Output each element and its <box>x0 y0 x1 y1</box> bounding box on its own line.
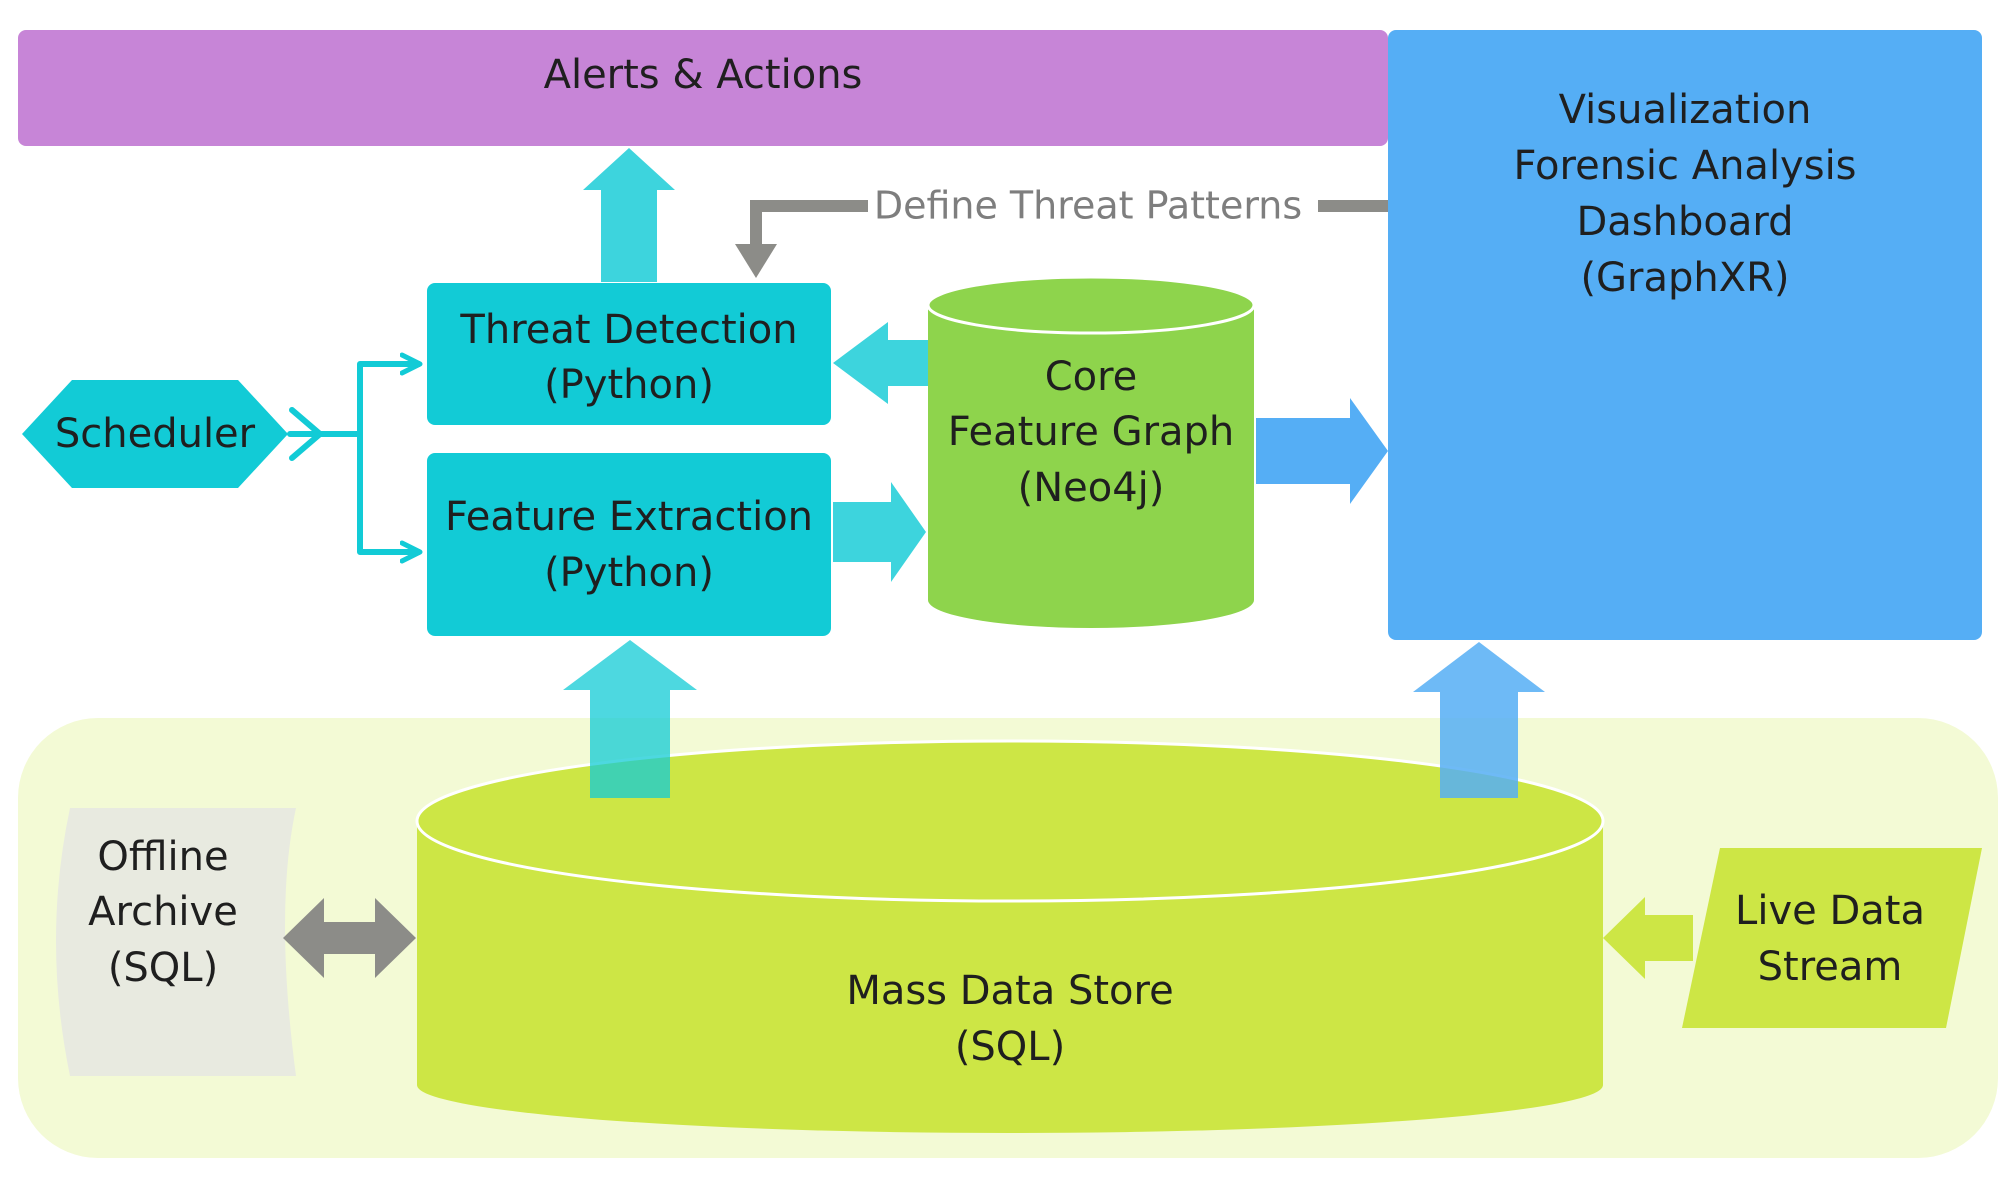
arrow-store-to-extraction <box>563 640 697 798</box>
live-data-stream-line-1: Live Data <box>1735 888 1925 934</box>
scheduler-open-arrow <box>289 407 323 461</box>
arrow-graph-to-visualization <box>1256 398 1388 504</box>
arrow-define-threat-patterns-head <box>735 244 777 278</box>
offline-archive-shape <box>56 808 296 1076</box>
define-threat-patterns-label: Define Threat Patterns <box>874 184 1302 228</box>
mass-data-store-line-2: (SQL) <box>955 1024 1065 1070</box>
core-graph-line-2: Feature Graph <box>948 409 1235 455</box>
arrow-define-threat-patterns <box>750 200 1388 246</box>
arrow-graph-to-threat <box>833 322 928 404</box>
arrow-threat-to-alerts <box>583 148 675 282</box>
offline-archive-line-2: Archive <box>88 889 238 935</box>
arrow-store-to-visualization <box>1413 642 1545 798</box>
visualization-line-2: Forensic Analysis <box>1513 143 1856 189</box>
threat-detection-box <box>427 283 831 425</box>
feature-extraction-line-1: Feature Extraction <box>445 494 813 540</box>
mass-data-store-line-1: Mass Data Store <box>846 968 1173 1014</box>
arrow-archive-store-bidirectional <box>283 898 416 978</box>
arrow-extraction-to-graph <box>833 482 926 582</box>
scheduler-connector-trunk <box>287 361 363 555</box>
feature-extraction-line-2: (Python) <box>544 550 714 596</box>
alerts-actions-bar <box>18 30 1388 146</box>
visualization-line-3: Dashboard <box>1576 199 1793 245</box>
threat-detection-line-1: Threat Detection <box>459 307 797 353</box>
feature-extraction-box <box>427 453 831 636</box>
offline-archive-line-1: Offline <box>97 834 228 880</box>
core-feature-graph-cylinder <box>926 275 1256 628</box>
mass-data-store-cylinder <box>415 739 1605 1133</box>
live-data-stream-line-2: Stream <box>1758 944 1903 990</box>
scheduler-label: Scheduler <box>55 411 256 457</box>
core-graph-line-1: Core <box>1045 354 1138 400</box>
offline-archive-line-3: (SQL) <box>108 945 218 991</box>
visualization-line-4: (GraphXR) <box>1580 255 1789 301</box>
alerts-actions-label: Alerts & Actions <box>544 52 863 98</box>
live-data-stream-shape <box>1682 848 1982 1028</box>
visualization-line-1: Visualization <box>1559 87 1812 133</box>
core-graph-line-3: (Neo4j) <box>1018 465 1165 511</box>
threat-detection-line-2: (Python) <box>544 362 714 408</box>
scheduler-hexagon <box>22 380 288 488</box>
visualization-panel <box>1388 30 1982 640</box>
arrow-stream-to-store <box>1603 897 1693 979</box>
